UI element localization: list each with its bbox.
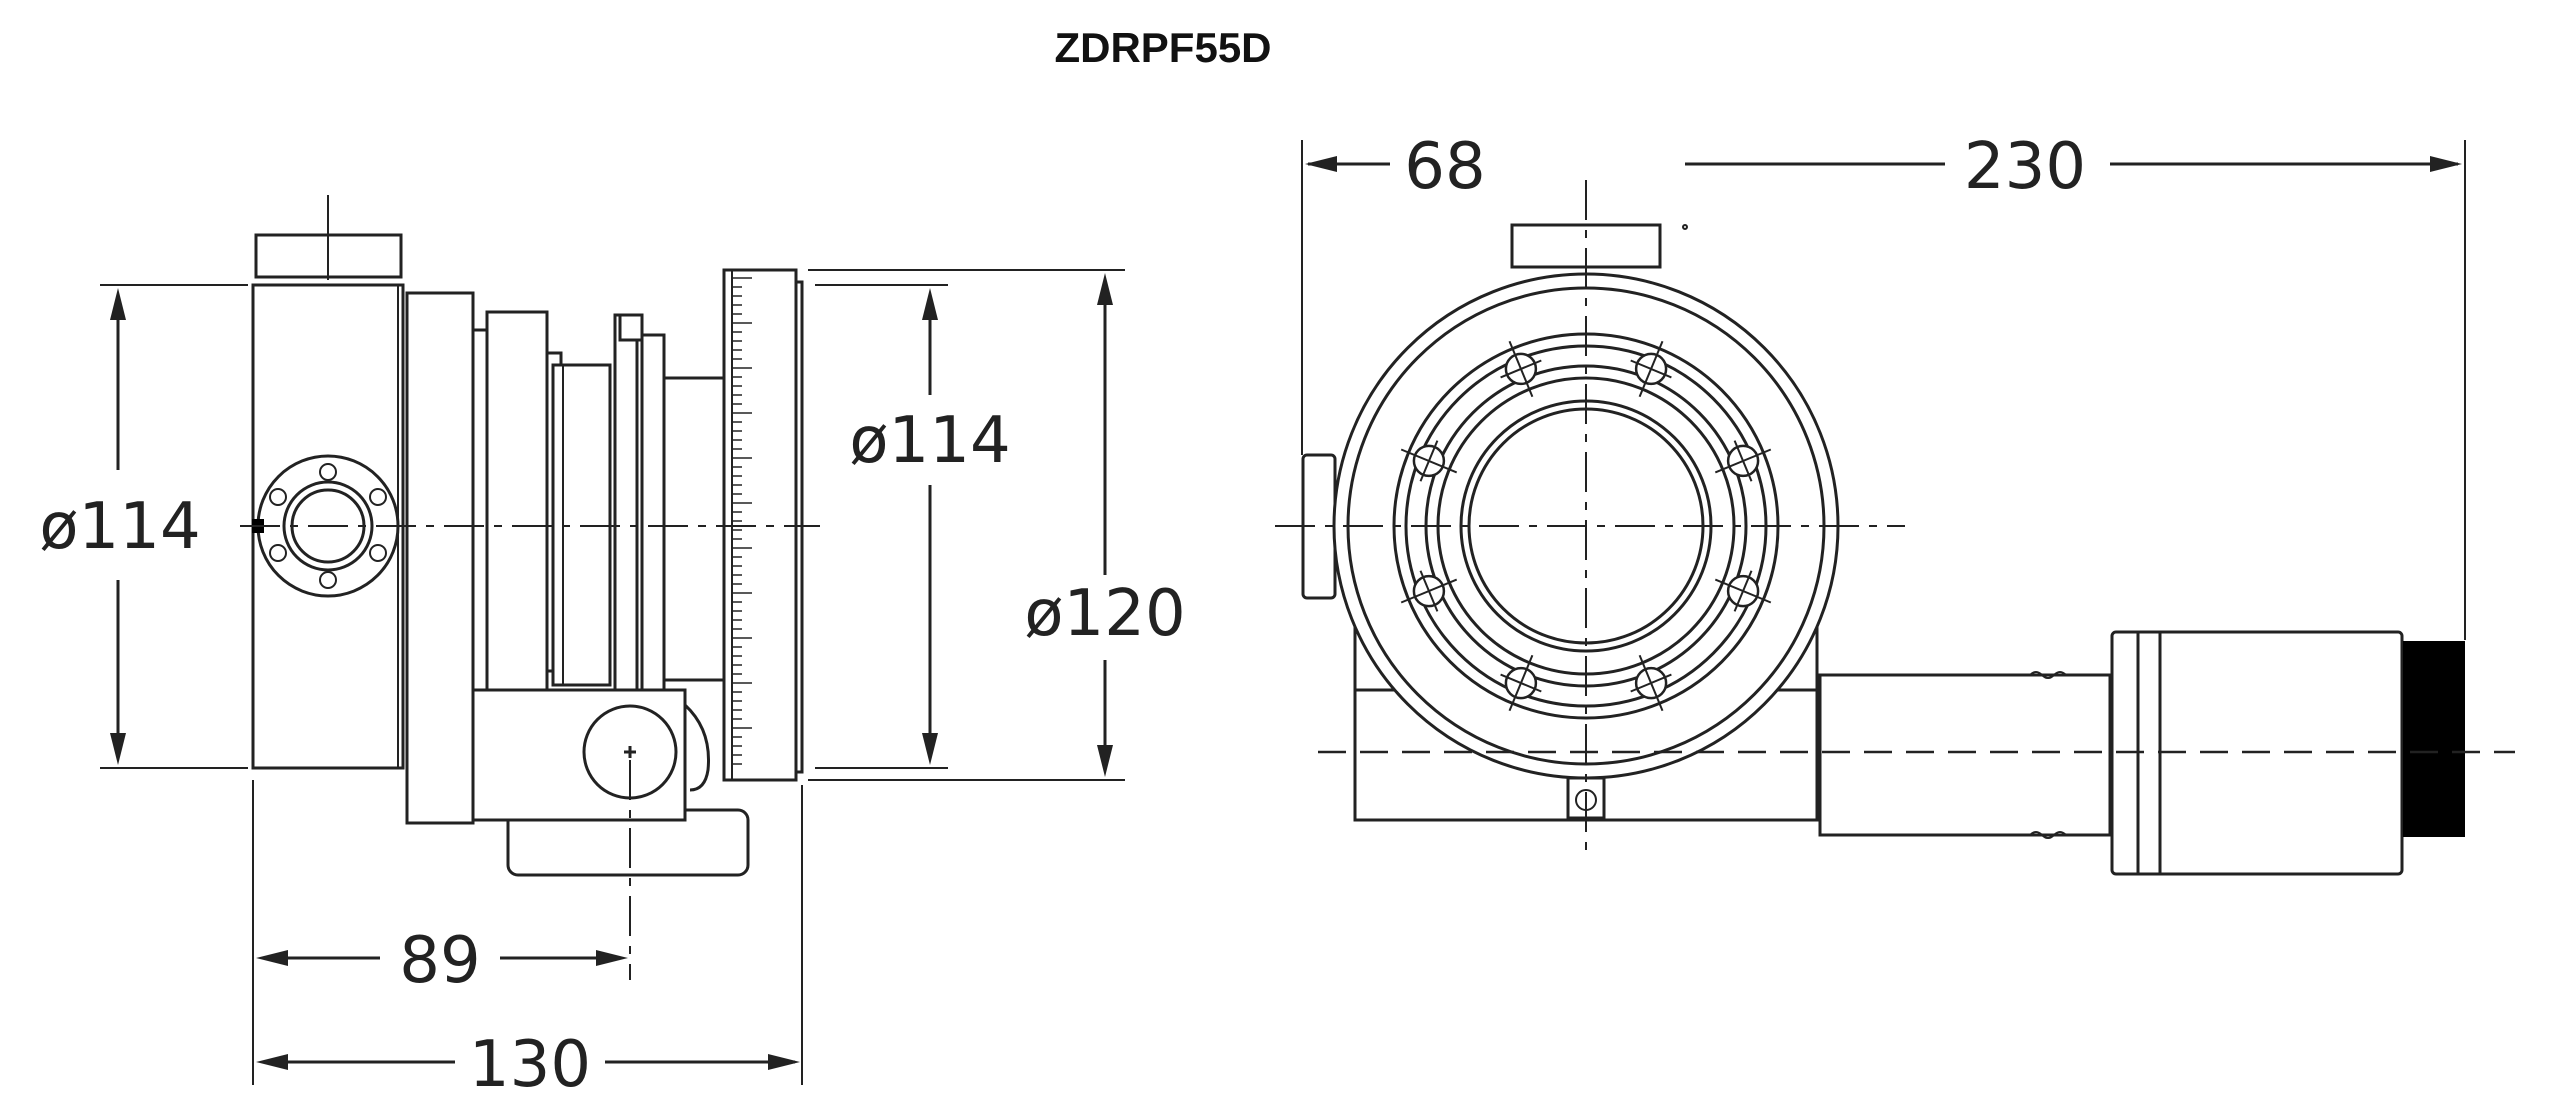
motor-cap [2403,641,2465,837]
dim-width-to-knob: 89 [399,924,480,998]
dim-ring-diameter: ø120 [1024,577,1185,651]
ring-1 [405,291,475,825]
side-view: ø114 ø114 ø120 89 130 [39,195,1186,1100]
ring-4 [613,313,639,717]
dim-offset: 68 [1404,130,1485,204]
dim-front-diameter: ø114 [849,404,1010,478]
arm-tube [1818,673,2112,837]
front-view: 68 230 [1275,130,2515,876]
drawing-title: ZDRPF55D [1054,24,1271,71]
dim-overall-width: 130 [469,1028,591,1100]
ring-6 [662,376,726,682]
dim-body-diameter: ø114 [39,490,200,564]
dim-overall-length: 230 [1964,130,2086,204]
ring-2 [485,310,549,712]
ring-5 [640,333,666,727]
